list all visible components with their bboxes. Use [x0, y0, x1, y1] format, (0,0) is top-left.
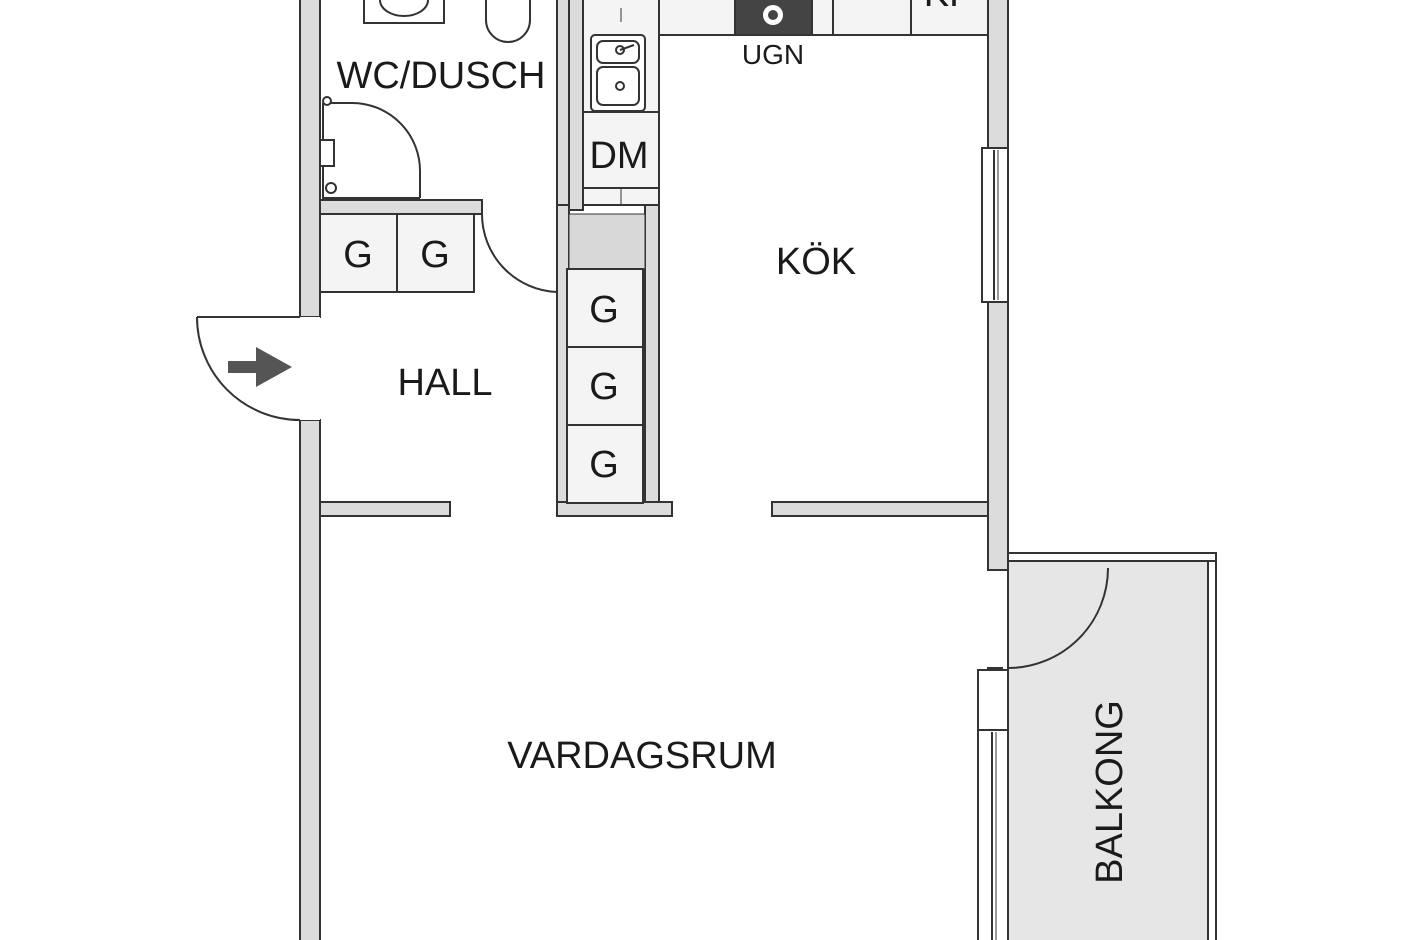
- wardrobe-label: G: [343, 234, 373, 276]
- living-window: [977, 669, 1009, 940]
- entrance-arrow-icon: [228, 347, 292, 387]
- wardrobes-hall-top: [319, 213, 475, 293]
- balcony: [1007, 552, 1217, 940]
- fridge-label: KF: [924, 0, 973, 15]
- entrance-door: [196, 316, 320, 421]
- wardrobe-label: G: [589, 289, 619, 331]
- room-label-living: VARDAGSRUM: [507, 735, 777, 777]
- wardrobe-label: G: [420, 234, 450, 276]
- stove-icon: [734, 0, 813, 36]
- room-label-hall: HALL: [397, 362, 492, 404]
- dishwasher-label: DM: [589, 135, 648, 177]
- room-label-balcony: BALKONG: [1089, 700, 1131, 884]
- oven-label: UGN: [742, 39, 804, 70]
- room-label-kitchen: KÖK: [776, 241, 856, 283]
- wardrobes-hall-side: [566, 268, 644, 504]
- shower-icon: [319, 96, 422, 199]
- toilet-icon: [485, 0, 531, 43]
- washing-machine-icon: [363, 0, 445, 24]
- kitchen-window: [981, 147, 1009, 303]
- wardrobe-label: G: [589, 444, 619, 486]
- wardrobe-label: G: [589, 366, 619, 408]
- sink-icon: [590, 34, 646, 112]
- balcony-door: [1007, 567, 1109, 669]
- wc-door: [481, 205, 558, 293]
- room-label-wc: WC/DUSCH: [337, 55, 546, 97]
- fridge-freezer: [832, 0, 989, 36]
